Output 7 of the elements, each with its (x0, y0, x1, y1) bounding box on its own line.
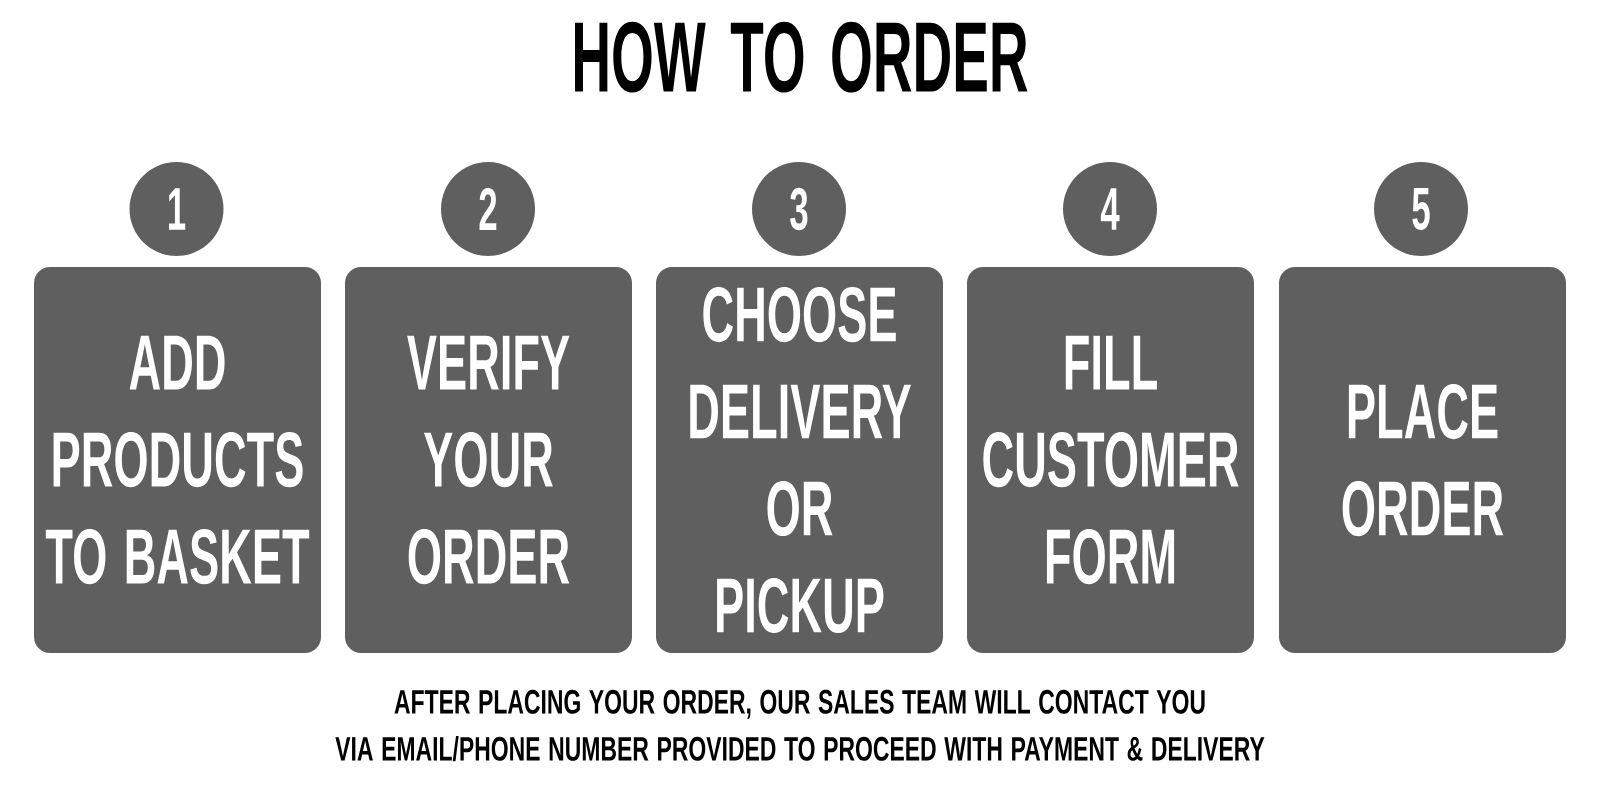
step-box: VERIFY YOUR ORDER (345, 267, 632, 653)
step-box: CHOOSE DELIVERY OR PICKUP (656, 267, 943, 653)
step-box: FILL CUSTOMER FORM (967, 267, 1254, 653)
step-box: ADD PRODUCTS TO BASKET (34, 267, 321, 653)
caption-text: AFTER PLACING YOUR ORDER, OUR SALES TEAM WILL CONTACT YOU VIA EMAIL/PHONE NUMBER PROVIDED TO PROCEED WITH PAYMENT & DELIVERY (335, 689, 1265, 762)
step-box: PLACE ORDER (1279, 267, 1566, 653)
title: HOW TO ORDER (575, 21, 1028, 93)
